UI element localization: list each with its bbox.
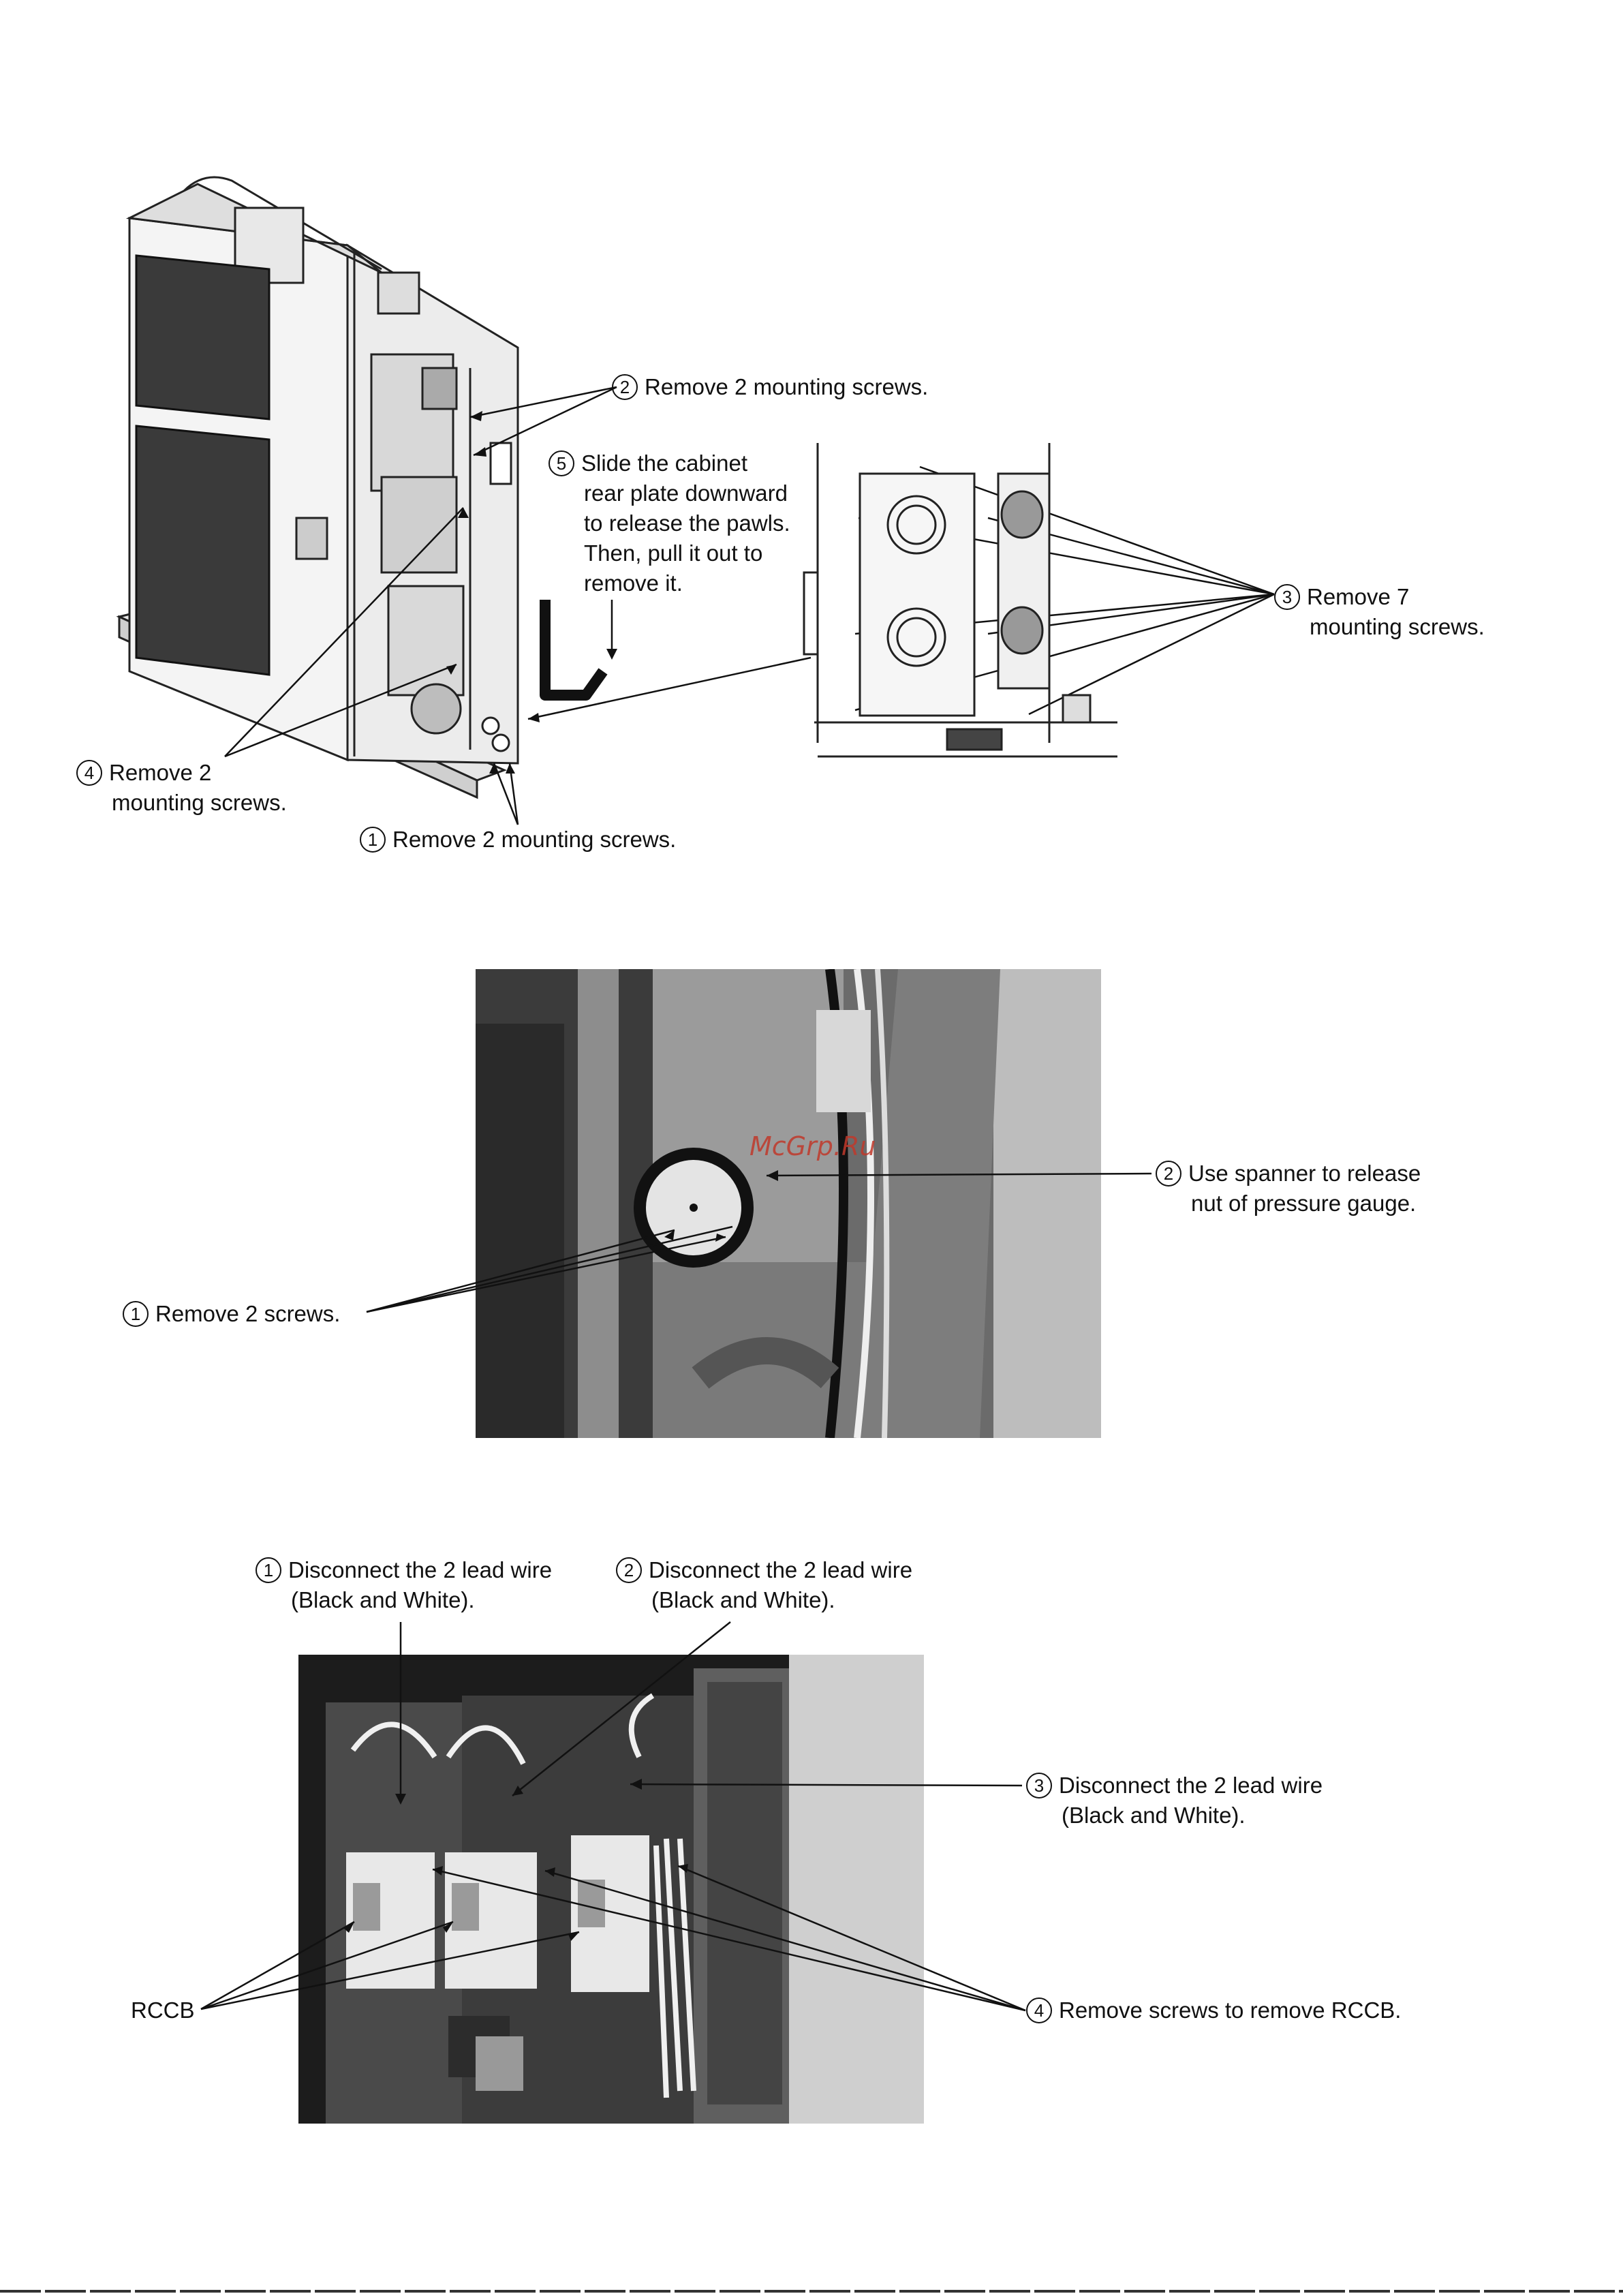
pressure-gauge-photo-art (476, 969, 1101, 1438)
pressure-gauge-photo (476, 969, 1101, 1438)
rccb-photo-art (298, 1655, 924, 2124)
step-marker: 4 (76, 760, 102, 786)
step-marker: 3 (1026, 1773, 1052, 1799)
page-footer-rule (0, 2290, 1623, 2293)
step-marker: 1 (256, 1557, 281, 1584)
step-marker: 4 (1026, 1997, 1052, 2024)
step-marker: 2 (612, 374, 638, 401)
step-marker: 5 (548, 450, 574, 477)
fig3-label-rccb: RCCB (131, 1997, 195, 2023)
step-marker: 1 (360, 827, 386, 853)
step-marker: 2 (616, 1557, 642, 1584)
step-marker: 1 (123, 1301, 149, 1328)
rccb-photo (298, 1655, 924, 2124)
watermark: McGrp.Ru (749, 1131, 876, 1161)
step-marker: 2 (1156, 1161, 1181, 1187)
step-marker: 3 (1274, 584, 1300, 611)
